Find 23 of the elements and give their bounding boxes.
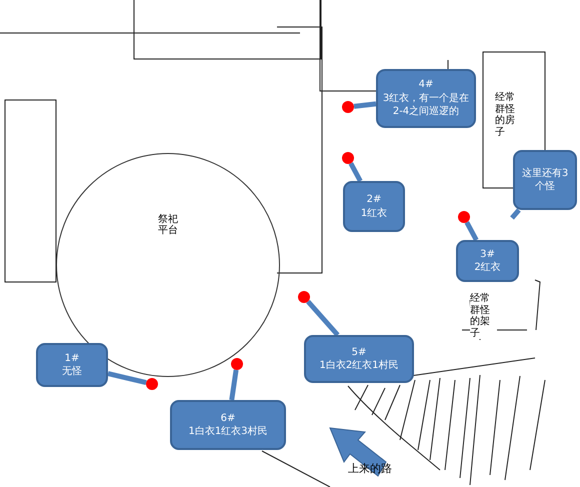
marker-dot xyxy=(458,211,470,223)
marker-dot xyxy=(342,101,354,113)
callout-bubble: 4# 3红衣，有一个是在2-4之间巡逻的 xyxy=(376,69,476,128)
road-label: 上来的路 xyxy=(348,461,392,476)
callout-bubble: 2# 1红衣 xyxy=(343,181,405,232)
callout-tail xyxy=(348,162,362,182)
callout-tail xyxy=(306,300,340,337)
callout-tail xyxy=(464,221,478,242)
callout-tail xyxy=(107,371,147,386)
shelf-label: 经常群怪的架子 xyxy=(470,293,492,339)
marker-dot xyxy=(146,378,158,390)
callout-tail xyxy=(354,101,376,109)
house-label: 经常群怪的房子 xyxy=(495,92,516,138)
callout-tail xyxy=(229,370,239,400)
callout-bubble: 3# 2红衣 xyxy=(456,240,519,282)
callout-tail xyxy=(510,208,521,220)
callout-bubble: 5# 1白衣2红衣1村民 xyxy=(304,335,414,383)
marker-dot xyxy=(342,152,354,164)
marker-dot xyxy=(298,291,310,303)
callout-bubble: 1# 无怪 xyxy=(36,343,108,387)
platform-label: 祭祀平台 xyxy=(157,214,179,238)
callout-bubble: 这里还有3个怪 xyxy=(513,150,577,210)
callout-bubble: 6# 1白衣1红衣3村民 xyxy=(170,400,286,450)
